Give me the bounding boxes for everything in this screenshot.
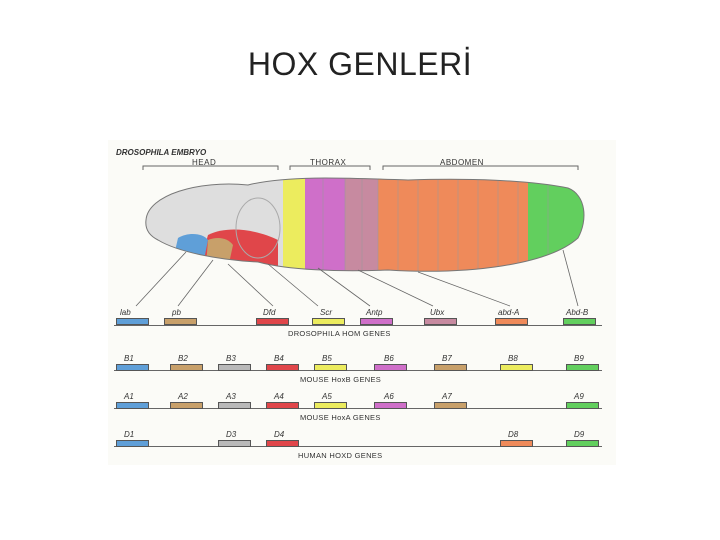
gene-label-a9: A9 [574,392,584,401]
gene-box-b5 [314,364,347,371]
antp-segment [305,177,345,272]
gene-box-d9 [566,440,599,447]
mousea-chromosome-line [114,408,602,409]
human-chromosome-line [114,446,602,447]
gene-box-a4 [266,402,299,409]
drosophila-chromosome-line [114,325,602,326]
gene-label-a6: A6 [384,392,394,401]
gene-box-antp [360,318,393,325]
bracket-abdomen [382,165,579,170]
row-title-human: HUMAN HOXD GENES [298,451,383,460]
bracket-thorax [289,165,371,170]
gene-label-ubx: Ubx [430,308,445,317]
gene-box-d1 [116,440,149,447]
scr-segment [283,177,305,272]
embryo-body [145,177,584,272]
gene-label-lab: lab [120,308,131,317]
mouseb-chromosome-line [114,370,602,371]
gene-label-a2: A2 [178,392,188,401]
gene-box-d3 [218,440,251,447]
gene-box-pb [164,318,197,325]
gene-box-b1 [116,364,149,371]
gene-box-a5 [314,402,347,409]
gene-label-abdb: Abd-B [566,308,589,317]
gene-label-b3: B3 [226,354,236,363]
region-thorax-label: THORAX [310,158,347,167]
gene-box-lab [116,318,149,325]
gene-box-a1 [116,402,149,409]
gene-label-abda: abd-A [498,308,520,317]
gene-label-pb: pb [172,308,181,317]
gene-label-a3: A3 [226,392,236,401]
row-title-drosophila: DROSOPHILA HOM GENES [288,329,391,338]
gene-label-a4: A4 [274,392,284,401]
abda-segment [378,177,528,272]
gene-box-abda [495,318,528,325]
gene-box-b8 [500,364,533,371]
gene-box-a6 [374,402,407,409]
hox-figure: DROSOPHILA EMBRYO HEAD THORAX ABDOMEN [108,140,616,465]
gene-box-b3 [218,364,251,371]
slide-title: HOX GENLERİ [247,46,473,82]
gene-box-a7 [434,402,467,409]
gene-box-d8 [500,440,533,447]
gene-label-d4: D4 [274,430,285,439]
embryo-outline [145,177,585,272]
row-title-mouseb: MOUSE HoxB GENES [300,375,382,384]
region-brackets [142,165,579,170]
gene-label-d1: D1 [124,430,135,439]
gene-box-b2 [170,364,203,371]
gene-box-dfd [256,318,289,325]
gene-box-a3 [218,402,251,409]
gene-label-a7: A7 [442,392,452,401]
gene-label-a1: A1 [124,392,134,401]
gene-box-b9 [566,364,599,371]
gene-box-scr [312,318,345,325]
gene-label-d8: D8 [508,430,519,439]
gene-label-d9: D9 [574,430,585,439]
gene-label-b9: B9 [574,354,584,363]
region-abdomen-label: ABDOMEN [440,158,484,167]
gene-box-d4 [266,440,299,447]
gene-box-a9 [566,402,599,409]
gene-label-b2: B2 [178,354,188,363]
embryo-drawing [135,165,585,307]
gene-label-b5: B5 [322,354,332,363]
gene-box-b7 [434,364,467,371]
embryo-title: DROSOPHILA EMBRYO [116,148,207,157]
gene-label-b8: B8 [508,354,518,363]
gene-box-ubx [424,318,457,325]
gene-box-b6 [374,364,407,371]
connector-lines [135,249,579,307]
gene-label-b4: B4 [274,354,284,363]
region-head-label: HEAD [192,158,217,167]
row-title-mousea: MOUSE HoxA GENES [300,413,381,422]
gene-label-b6: B6 [384,354,394,363]
gene-box-abdb [563,318,596,325]
bracket-head [142,165,279,170]
gene-label-antp: Antp [366,308,383,317]
gene-box-a2 [170,402,203,409]
gene-box-b4 [266,364,299,371]
gene-label-b1: B1 [124,354,134,363]
gene-label-b7: B7 [442,354,452,363]
gene-label-dfd: Dfd [263,308,276,317]
gene-label-a5: A5 [322,392,332,401]
abdb-segment [528,177,584,272]
gene-label-d3: D3 [226,430,237,439]
gene-label-scr: Scr [320,308,332,317]
